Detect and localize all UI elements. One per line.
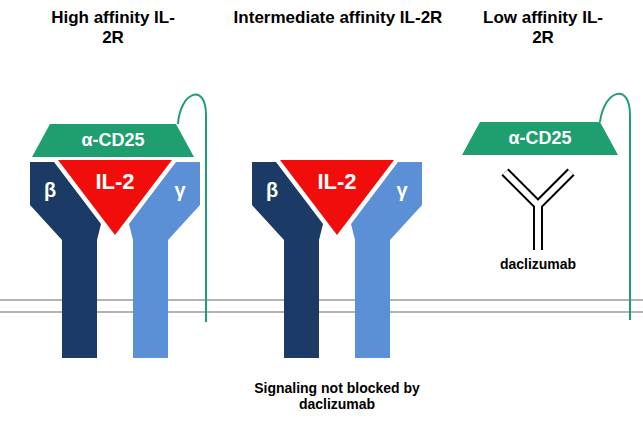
shape-fill: [351, 162, 422, 358]
receptor-beta-chain: β: [252, 162, 324, 358]
shape-fill: [32, 124, 194, 157]
shape-label: IL-2: [317, 170, 356, 194]
receptor-gamma-chain: γ: [351, 162, 423, 358]
shape-label: IL-2: [95, 170, 134, 194]
receptor-alpha-chain: α-CD25: [462, 122, 618, 155]
note-text: Signaling not blocked by daclizumab: [237, 380, 437, 412]
shape-fill: [462, 122, 618, 155]
shape-fill: [30, 162, 101, 358]
shape-label: β: [266, 179, 278, 201]
shape-fill: [252, 162, 323, 358]
antibody-label: daclizumab: [478, 256, 598, 272]
antibody-outline: [505, 172, 571, 250]
antibody-fill: [505, 172, 571, 250]
shape-label: α-CD25: [81, 131, 144, 151]
receptor-beta-chain: β: [30, 162, 102, 358]
shape-outline: [252, 162, 324, 358]
receptor-title: High affinity IL-2R: [48, 8, 178, 47]
shape-outline: [30, 162, 102, 358]
cd25-tail: [600, 94, 630, 320]
receptor-gamma-chain: γ: [129, 162, 201, 358]
shape-outline: [129, 162, 201, 358]
receptor-alpha-chain: α-CD25: [32, 124, 194, 157]
shape-label: β: [44, 179, 56, 201]
shape-fill: [129, 162, 200, 358]
shape-label: γ: [174, 179, 185, 201]
receptor-title: Intermediate affinity IL-2R: [223, 8, 453, 28]
shape-outline: [351, 162, 423, 358]
receptor-title: Low affinity IL-2R: [478, 8, 608, 47]
shape-label: γ: [396, 179, 407, 201]
shape-label: α-CD25: [508, 129, 571, 149]
